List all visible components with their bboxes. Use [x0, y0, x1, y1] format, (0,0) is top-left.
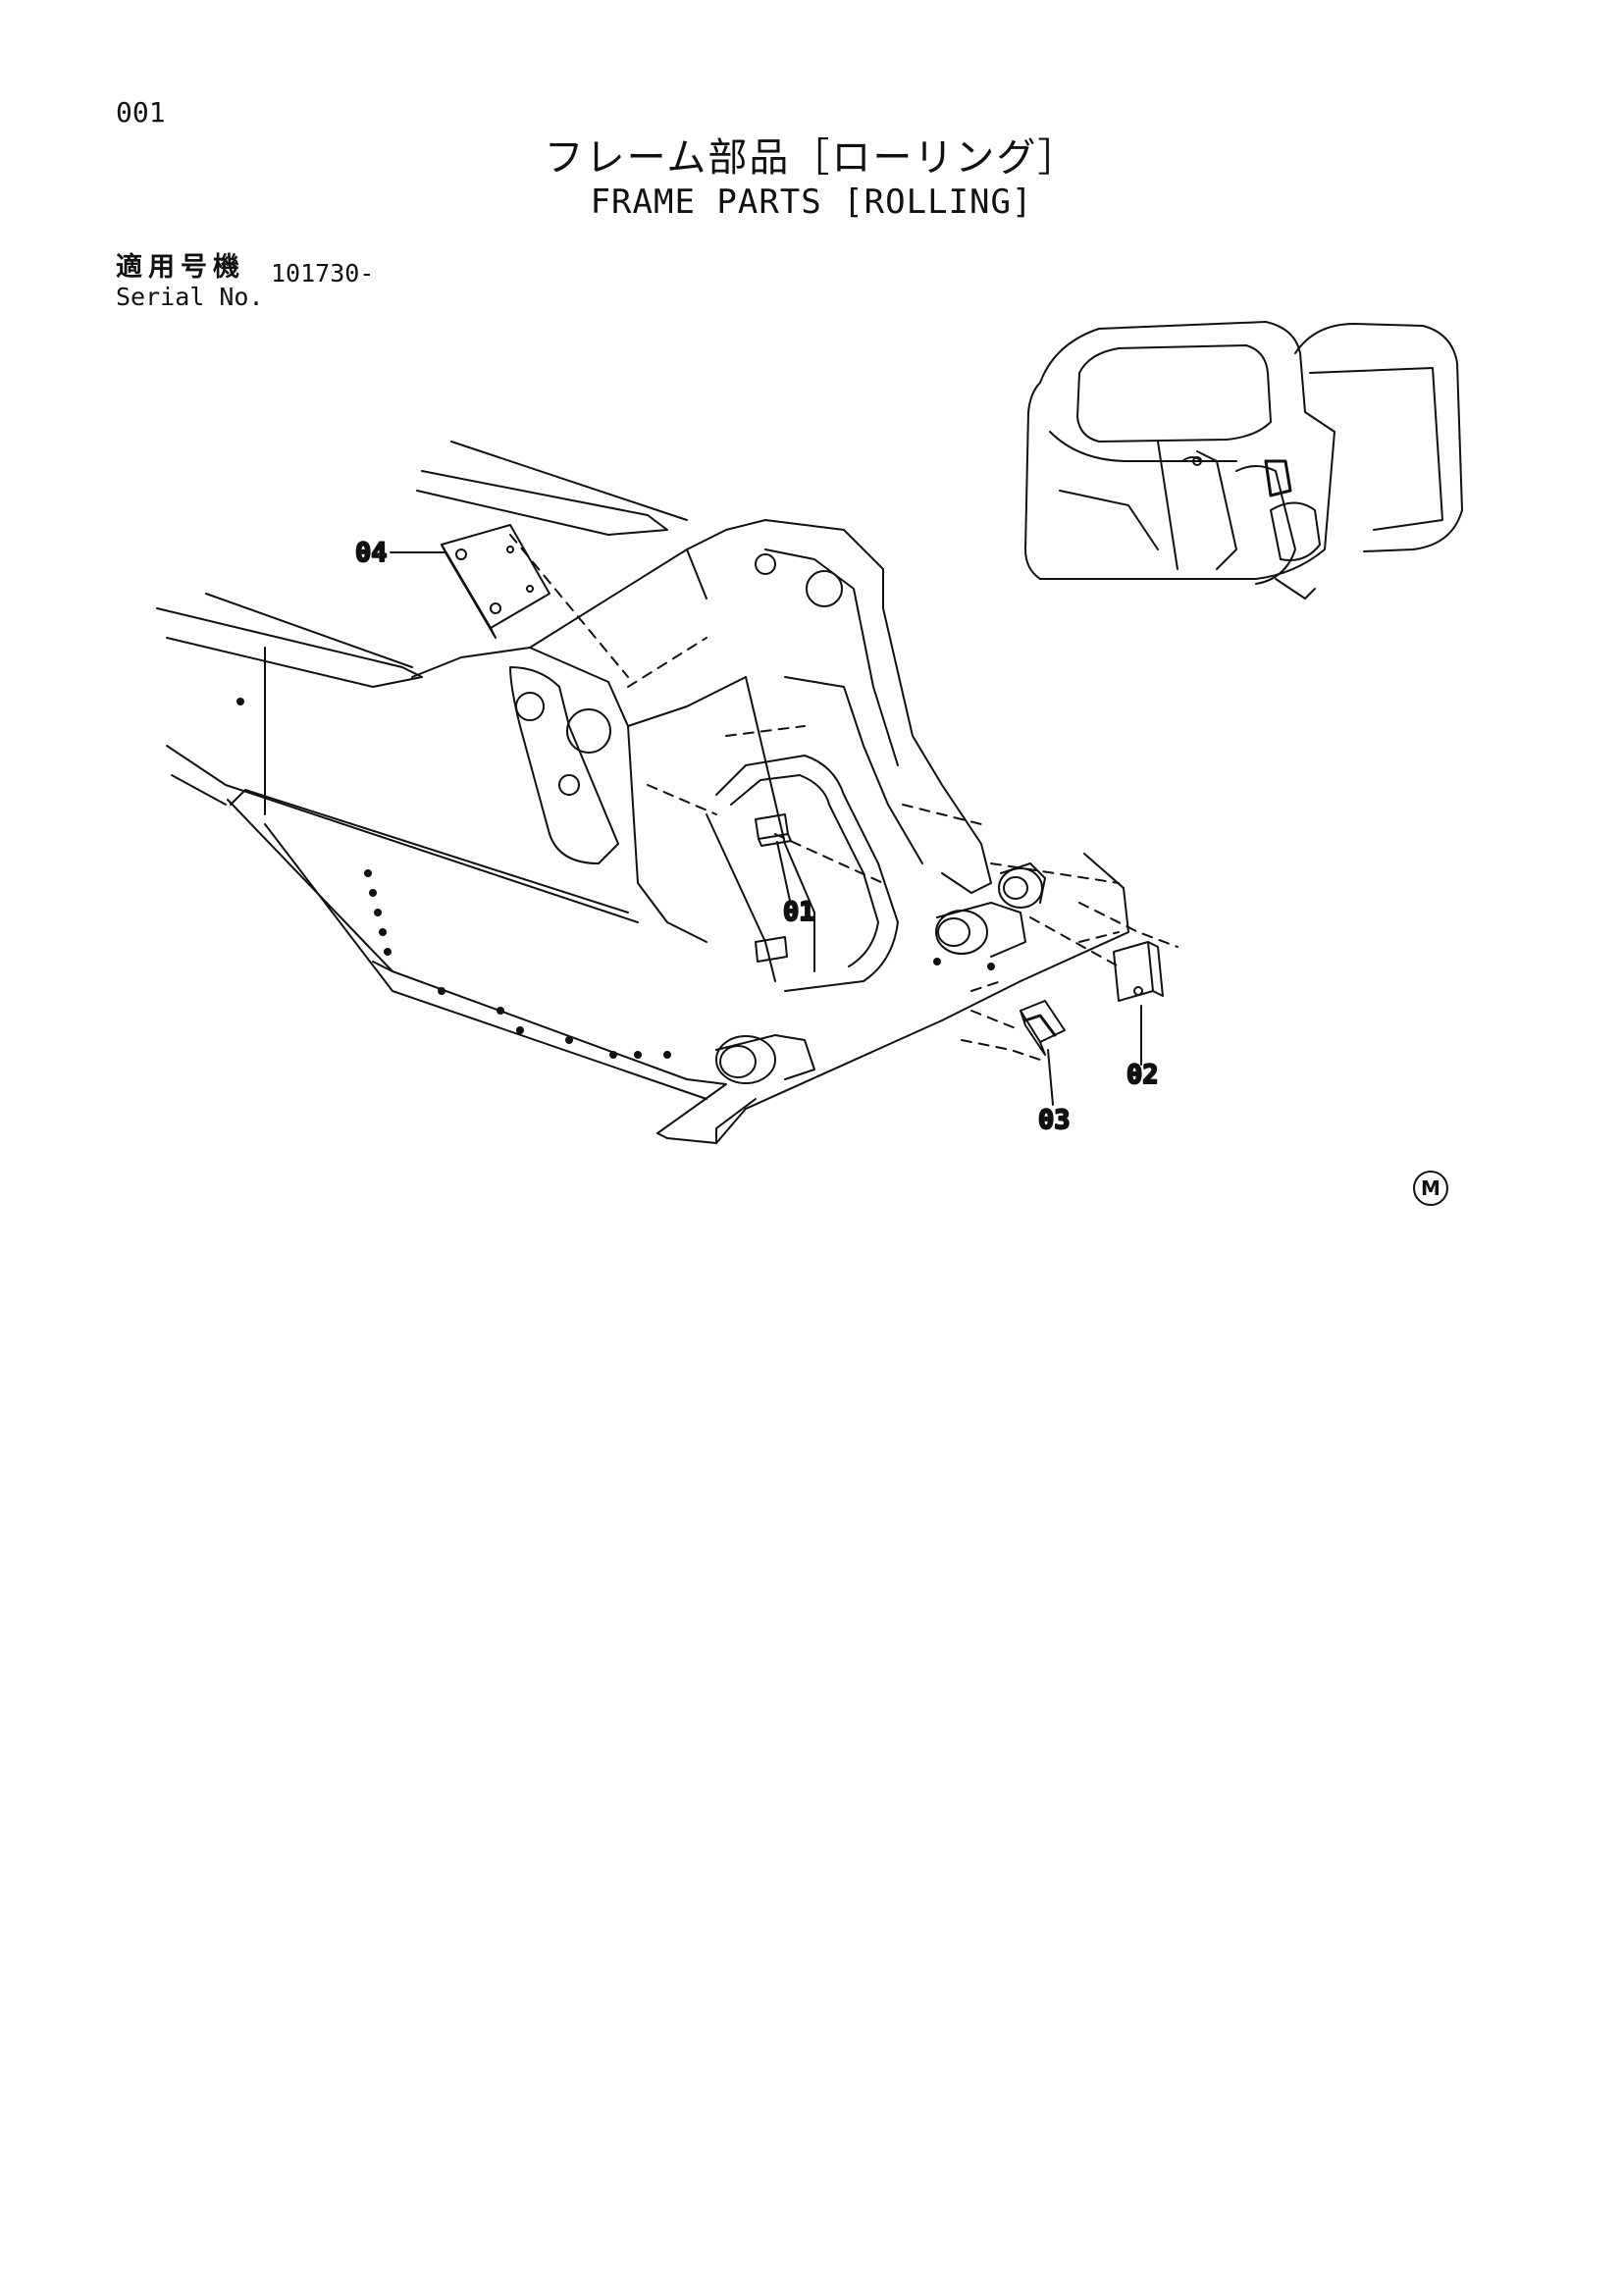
callout-leaders [390, 551, 1142, 1106]
part-03-block [961, 1000, 1066, 1061]
serial-label-japanese: 適用号機 [116, 252, 245, 283]
callout-01: 01 [783, 897, 815, 927]
serial-number-value: 101730- [271, 259, 375, 287]
part-02-bracket [1029, 902, 1178, 1002]
callout-03: 03 [1038, 1105, 1071, 1135]
page-title-english: FRAME PARTS [ROLLING] [590, 183, 1033, 222]
serial-label-english: Serial No. [116, 283, 264, 311]
part-01-pad [755, 813, 884, 963]
page-title-japanese: フレーム部品［ローリング］ [544, 135, 1079, 181]
excavator-overview-thumbnail [1024, 321, 1463, 600]
page-number: 001 [116, 96, 166, 129]
circled-m-mark: M [1413, 1171, 1448, 1206]
part-04-plate [441, 524, 629, 678]
callout-02: 02 [1126, 1060, 1159, 1090]
frame-assembly-drawing [156, 441, 1129, 1144]
callout-04: 04 [355, 538, 388, 568]
